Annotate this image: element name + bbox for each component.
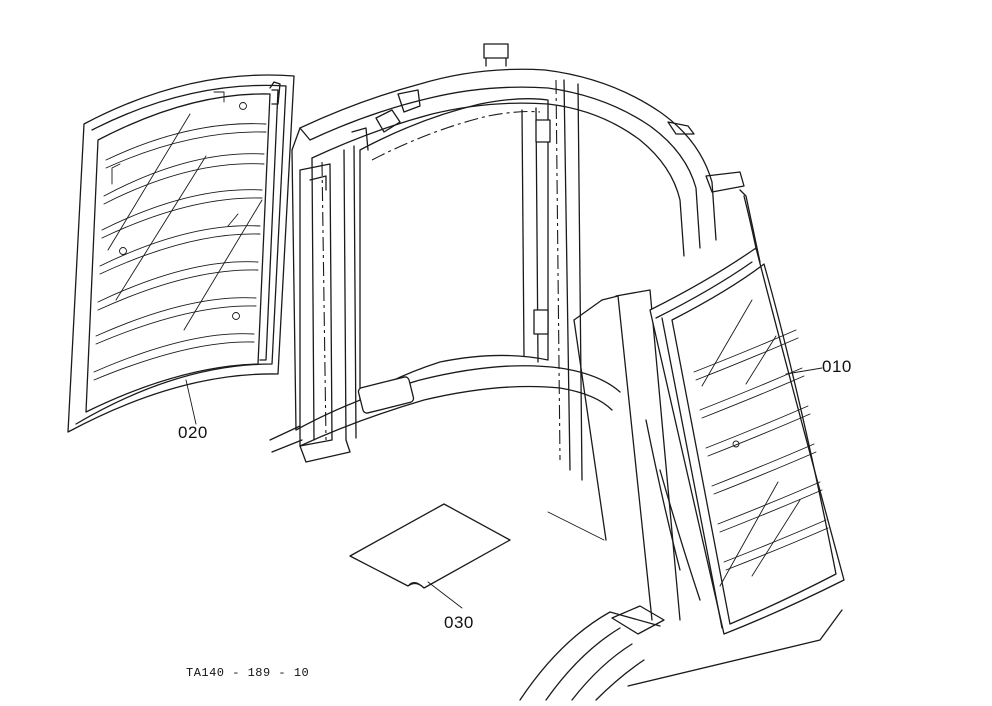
callout-rear-glass: 010	[822, 357, 852, 376]
callout-door-glass: 020	[178, 423, 208, 442]
leader-020	[185, 379, 197, 425]
decal-sheet-part	[349, 503, 511, 589]
door-glass-panel	[67, 74, 295, 433]
figure-code: TA140 - 189 - 10	[186, 666, 310, 680]
cab-frame	[269, 43, 843, 701]
leader-lines	[185, 367, 823, 609]
callout-decal-sheet: 030	[444, 613, 474, 632]
rear-glass-panel	[649, 189, 845, 635]
leader-030	[427, 581, 463, 609]
leader-010	[785, 367, 823, 375]
